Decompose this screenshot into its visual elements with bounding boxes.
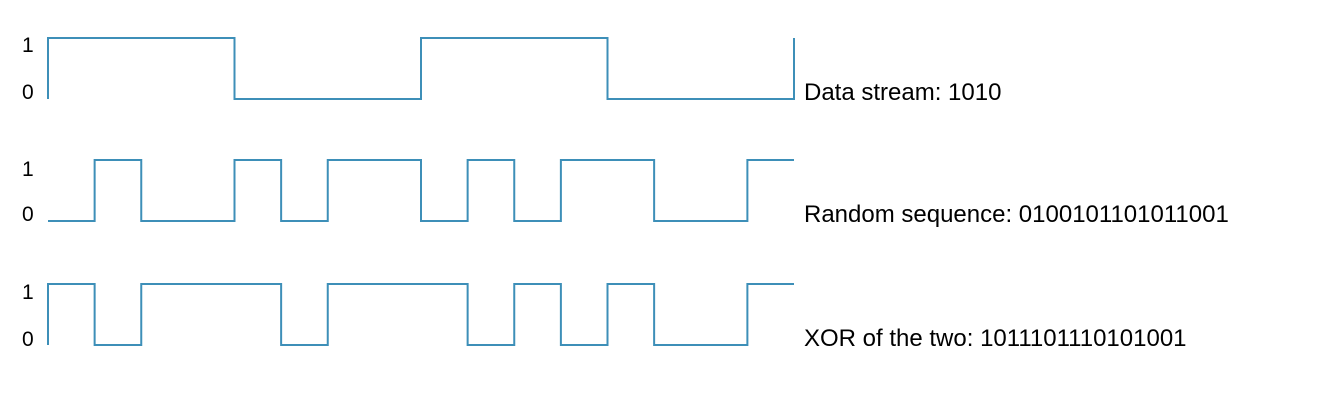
row-2-level-high-label: 1 <box>22 158 34 181</box>
row-3-level-low-label: 0 <box>22 328 34 351</box>
random-sequence-label: Random sequence: 0100101101011001 <box>804 201 1229 228</box>
row-xor-result: 1 0 XOR of the two: 1011101110101001 <box>22 281 1187 352</box>
row-1-level-high-label: 1 <box>22 34 34 57</box>
random-sequence-waveform <box>48 159 794 222</box>
row-data-stream: 1 0 Data stream: 1010 <box>22 34 1001 106</box>
data-stream-label: Data stream: 1010 <box>804 79 1001 106</box>
data-stream-waveform <box>47 37 795 100</box>
xor-result-label: XOR of the two: 1011101110101001 <box>804 325 1187 352</box>
row-2-level-low-label: 0 <box>22 203 34 226</box>
row-3-level-high-label: 1 <box>22 281 34 304</box>
xor-result-waveform <box>47 283 794 346</box>
row-random-sequence: 1 0 Random sequence: 0100101101011001 <box>22 158 1229 228</box>
row-1-level-low-label: 0 <box>22 81 34 104</box>
